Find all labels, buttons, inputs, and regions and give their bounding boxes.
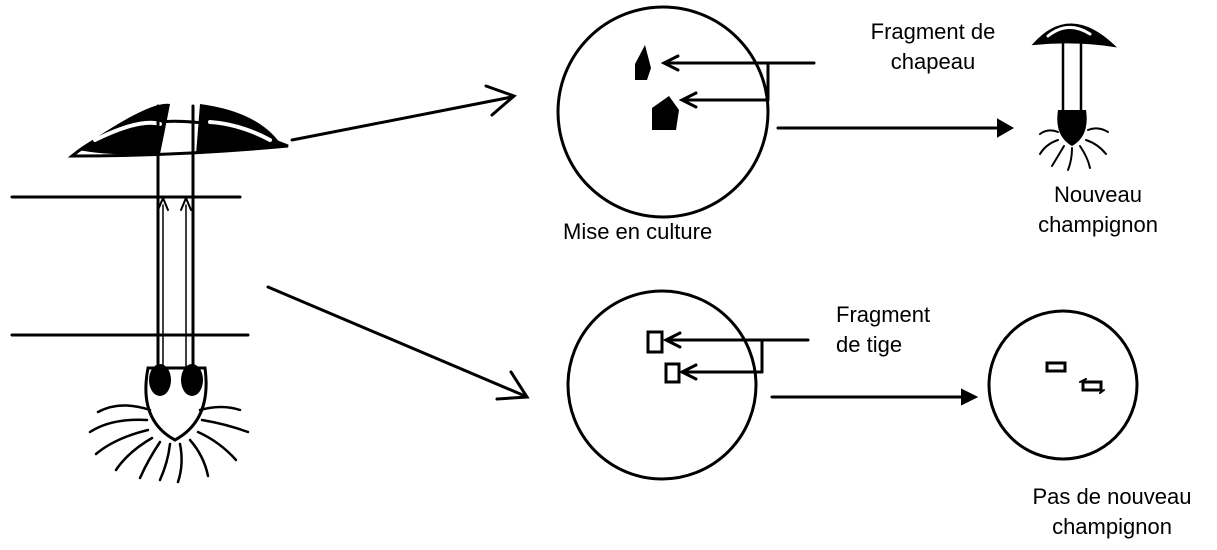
label-new-mushroom: Nouveau champignon bbox=[1038, 182, 1158, 237]
arrow bbox=[266, 285, 530, 401]
small-mushroom-icon bbox=[1031, 23, 1117, 171]
petri-dish bbox=[987, 309, 1139, 461]
label-no-new-mushroom: Pas de nouveau champignon bbox=[1032, 484, 1192, 539]
petri-dish bbox=[556, 5, 816, 219]
label-culture: Mise en culture bbox=[563, 219, 713, 244]
mushroom-roots bbox=[88, 404, 250, 484]
petri-dish bbox=[566, 289, 810, 481]
arrow bbox=[290, 84, 517, 142]
label-stem-fragment: Fragment de tige bbox=[836, 302, 931, 357]
arrow bbox=[770, 388, 979, 406]
mushroom-icon bbox=[10, 103, 289, 484]
label-cap-fragment: Fragment de chapeau bbox=[870, 19, 996, 74]
arrow bbox=[776, 118, 1015, 138]
